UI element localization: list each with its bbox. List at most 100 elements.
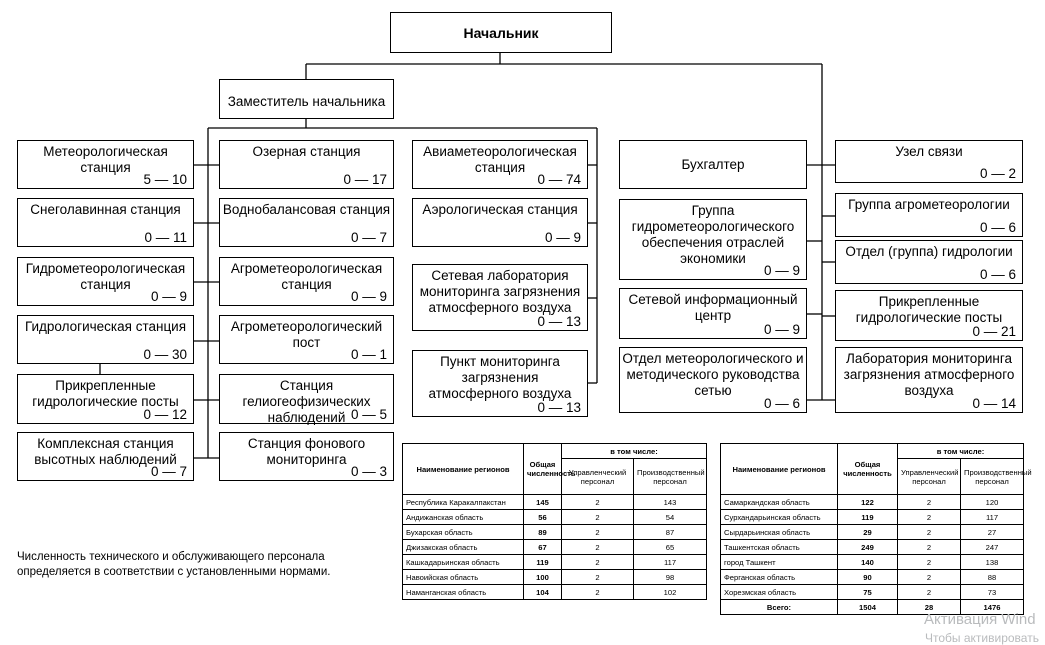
total-cell: 56: [523, 509, 562, 525]
unit-box: Лаборатория мониторинга загрязнения атмо…: [835, 347, 1023, 413]
unit-label: Метеорологическая станция: [43, 144, 168, 175]
total-header: Общая численность: [523, 443, 576, 495]
unit-label: Воднобалансовая станция: [222, 202, 391, 217]
staff-note: Численность технического и обслуживающег…: [17, 551, 331, 578]
region-cell: Кашкадарьинская область: [402, 554, 524, 570]
staff-range: 0 — 9: [763, 322, 800, 337]
region-cell: Самаркандская область: [720, 494, 838, 510]
unit-box: Агрометеорологический пост 0 — 1: [219, 315, 394, 364]
staff-range: 0 — 21: [972, 324, 1016, 339]
watermark-line-2: Чтобы активировать: [925, 631, 1039, 645]
region-header: Наименование регионов: [720, 443, 838, 495]
total-cell: 104: [523, 584, 562, 600]
management-cell: 2: [561, 524, 634, 540]
total-cell: 119: [523, 554, 562, 570]
production-cell: 117: [959, 509, 1025, 525]
total-cell: 1504: [837, 599, 898, 615]
unit-label: Лаборатория мониторинга загрязнения атмо…: [843, 351, 1015, 398]
total-cell: 119: [837, 509, 898, 525]
chief-box: Начальник: [390, 12, 612, 53]
production-header: Производственный персонал: [632, 458, 708, 495]
production-cell: 102: [632, 584, 708, 600]
unit-box: Станция фонового мониторинга 0 — 3: [219, 432, 394, 481]
management-cell: 2: [897, 554, 961, 570]
production-cell: 138: [959, 554, 1025, 570]
unit-box: Озерная станция 0 — 17: [219, 140, 394, 189]
total-cell: 90: [837, 569, 898, 585]
unit-label: Аэрологическая станция: [422, 202, 578, 217]
staff-range: 0 — 13: [537, 314, 581, 329]
management-cell: 2: [897, 569, 961, 585]
production-cell: 73: [959, 584, 1025, 600]
production-cell: 54: [632, 509, 708, 525]
region-cell: Андижанская область: [402, 509, 524, 525]
unit-box: Группа гидрометеорологического обеспечен…: [619, 199, 807, 280]
total-row: Всего: 1504 28 1476: [720, 599, 1025, 615]
unit-box: Авиаметеорологическая станция 0 — 74: [412, 140, 588, 189]
unit-box: Станция гелиогеофизических наблюдений 0 …: [219, 374, 394, 425]
region-cell: Наманганская область: [402, 584, 524, 600]
region-cell: Сырдарьинская область: [720, 524, 838, 540]
staff-range: 0 — 5: [350, 407, 387, 422]
region-cell: Навоийская область: [402, 569, 524, 585]
staff-range: 0 — 7: [350, 230, 387, 245]
deputy-label: Заместитель начальника: [227, 94, 386, 109]
including-header: в том числе:: [896, 443, 1025, 459]
staff-range: 0 — 13: [537, 400, 581, 415]
region-cell: город Ташкент: [720, 554, 838, 570]
unit-label: Озерная станция: [252, 144, 361, 159]
production-header: Производственный персонал: [959, 458, 1032, 495]
staff-range: 0 — 2: [979, 166, 1016, 181]
management-cell: 2: [561, 539, 634, 555]
total-cell: 100: [523, 569, 562, 585]
unit-label: Сетевой информационный центр: [628, 292, 798, 323]
region-cell: Ферганская область: [720, 569, 838, 585]
unit-label: Агрометеорологический пост: [230, 319, 383, 350]
unit-label: Узел связи: [895, 144, 963, 159]
staff-range: 0 — 9: [763, 263, 800, 278]
management-cell: 2: [897, 494, 961, 510]
region-cell: Джизакская область: [402, 539, 524, 555]
unit-label: Комплексная станция высотных наблюдений: [34, 436, 177, 467]
production-cell: 247: [959, 539, 1025, 555]
management-cell: 2: [897, 584, 961, 600]
unit-box: Сетевой информационный центр 0 — 9: [619, 288, 807, 339]
unit-label: Отдел (группа) гидрологии: [845, 244, 1013, 259]
management-header: Управленческий персонал: [561, 458, 634, 495]
total-label: Всего:: [720, 599, 838, 615]
total-cell: 145: [523, 494, 562, 510]
unit-label: Сетевая лаборатория мониторинга загрязне…: [419, 268, 581, 315]
management-header: Управленческий персонал: [897, 458, 961, 495]
production-cell: 65: [632, 539, 708, 555]
management-cell: 2: [897, 524, 961, 540]
staff-range: 0 — 3: [350, 464, 387, 479]
staff-range: 0 — 6: [979, 267, 1016, 282]
unit-box: Пункт мониторинга загрязнения атмосферно…: [412, 350, 588, 417]
unit-box: Гидрометеорологическая станция 0 — 9: [17, 257, 194, 306]
staff-range: 5 — 10: [143, 172, 187, 187]
region-cell: Бухарская область: [402, 524, 524, 540]
staff-range: 0 — 7: [150, 464, 187, 479]
including-header: в том числе:: [560, 443, 708, 459]
unit-box: Снеголавинная станция 0 — 11: [17, 198, 194, 247]
production-cell: 120: [959, 494, 1025, 510]
unit-box: Сетевая лаборатория мониторинга загрязне…: [412, 264, 588, 331]
region-cell: Хорезмская область: [720, 584, 838, 600]
staff-range: 0 — 6: [979, 220, 1016, 235]
management-cell: 2: [561, 569, 634, 585]
unit-box: Прикрепленные гидрологические посты 0 — …: [17, 374, 194, 424]
total-cell: 67: [523, 539, 562, 555]
unit-box: Узел связи 0 — 2: [835, 140, 1023, 183]
unit-box: Аэрологическая станция 0 — 9: [412, 198, 588, 247]
unit-label: Пункт мониторинга загрязнения атмосферно…: [428, 354, 572, 401]
